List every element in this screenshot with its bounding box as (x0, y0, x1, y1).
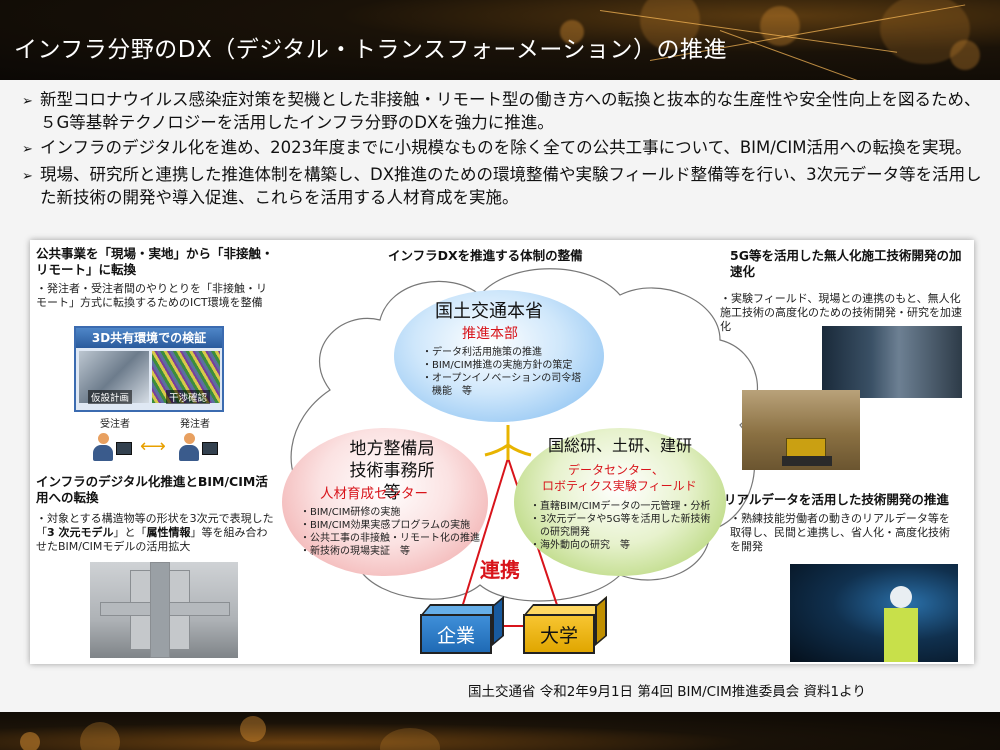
orderer-label: 発注者 (180, 419, 210, 430)
left-heading-remote: 公共事業を「現場・実地」から「非接触・リモート」に転換 (36, 246, 274, 277)
bullet-list: ➢ 新型コロナウイルス感染症対策を契機とした非接触・リモート型の働き方への転換と… (22, 88, 982, 211)
exchange-arrow-icon: ⟷ (140, 436, 166, 457)
3d-shared-environment-image: 3D共有環境での検証 仮設計画 干渉確認 (74, 326, 224, 412)
right-text-5g: ・実験フィールド、現場との連携のもと、無人化施工技術の高度化のための技術開発・研… (720, 292, 962, 333)
regional-bureau-subtitle: 人材育成センター (320, 486, 428, 502)
orderer-person-icon (178, 433, 200, 463)
regional-bureau-items: ・BIM/CIM研修の実施 ・BIM/CIM効果実感プログラムの実施 ・公共工事… (300, 507, 480, 557)
collaboration-label: 連携 (480, 558, 520, 582)
research-institutes-items: ・直轄BIM/CIMデータの一元管理・分析 ・3次元データや5G等を活用した新技… (530, 501, 711, 551)
contractor-person-icon (92, 433, 114, 463)
arrow-bullet-icon: ➢ (22, 142, 33, 157)
page-title: インフラ分野のDX（デジタル・トランスフォーメーション）の推進 (14, 37, 727, 63)
research-institutes-title: 国総研、土研、建研 (548, 436, 693, 455)
footer-band (0, 712, 1000, 750)
arrow-bullet-icon: ➢ (22, 169, 33, 184)
regional-bureau-ellipse (282, 428, 488, 576)
mlit-hq-ellipse (394, 290, 604, 422)
mlit-hq-title: 国土交通本省 (435, 301, 543, 322)
temporary-plan-caption: 仮設計画 (88, 390, 133, 404)
header-band: インフラ分野のDX（デジタル・トランスフォーメーション）の推進 (0, 0, 1000, 80)
center-heading: インフラDXを推進する体制の整備 (388, 248, 583, 263)
contractor-label: 受注者 (100, 419, 130, 430)
connector-symbol (484, 425, 532, 460)
mlit-hq-items: ・データ利活用施策の推進 ・BIM/CIM推進の実施方針の策定 ・オープンイノベ… (422, 347, 582, 397)
research-institutes-subtitle2: ロボティクス実験フィールド (542, 479, 697, 493)
dx-diagram-figure: 公共事業を「現場・実地」から「非接触・リモート」に転換 ・発注者・受注者間のやり… (30, 240, 974, 664)
mlit-hq-subtitle: 推進本部 (462, 326, 518, 342)
interference-check-caption: 干渉確認 (166, 390, 211, 404)
right-text-realdata: ・熟練技能労働者の動きのリアルデータ等を取得し、民間と連携し、省人化・高度化技術… (730, 512, 950, 553)
companies-box: 企業 (420, 595, 504, 654)
bullet-item: ➢ 新型コロナウイルス感染症対策を契機とした非接触・リモート型の働き方への転換と… (22, 90, 981, 132)
research-institutes-ellipse (514, 428, 726, 576)
monitor-icon (116, 442, 132, 455)
left-text-bimcim: ・対象とする構造物等の形状を3次元で表現した「3 次元モデル」と「属性情報」等を… (36, 512, 274, 553)
arrow-bullet-icon: ➢ (22, 94, 33, 109)
research-institutes-subtitle1: データセンター、 (568, 463, 664, 477)
bullet-item: ➢ インフラのデジタル化を進め、2023年度までに小規模なものを除く全ての公共工… (22, 136, 982, 161)
left-text-remote: ・発注者・受注者間のやりとりを「非接触・リモート」方式に転換するためのICT環境… (36, 282, 267, 309)
left-heading-bimcim: インフラのデジタル化推進とBIM/CIM活用への転換 (36, 474, 268, 505)
right-heading-5g: 5G等を活用した無人化施工技術開発の加速化 (730, 248, 962, 279)
bimcim-3d-model-image (90, 562, 238, 658)
remote-control-room-photo (822, 326, 962, 398)
3d-box-title: 3D共有環境での検証 (76, 328, 222, 348)
monitor-icon (202, 442, 218, 455)
regional-bureau-title: 地方整備局 技術事務所等 (349, 439, 435, 503)
universities-box: 大学 (523, 595, 607, 654)
source-citation: 国土交通省 令和2年9月1日 第4回 BIM/CIM推進委員会 資料1より (468, 684, 866, 700)
bullet-item: ➢ 現場、研究所と連携した推進体制を構築し、DX推進のための環境整備や実験フィー… (22, 165, 982, 207)
construction-site-photo (742, 390, 860, 470)
right-heading-realdata: リアルデータを活用した技術開発の推進 (724, 492, 949, 507)
worker-motion-capture-photo (790, 564, 958, 662)
link-line (459, 457, 509, 615)
